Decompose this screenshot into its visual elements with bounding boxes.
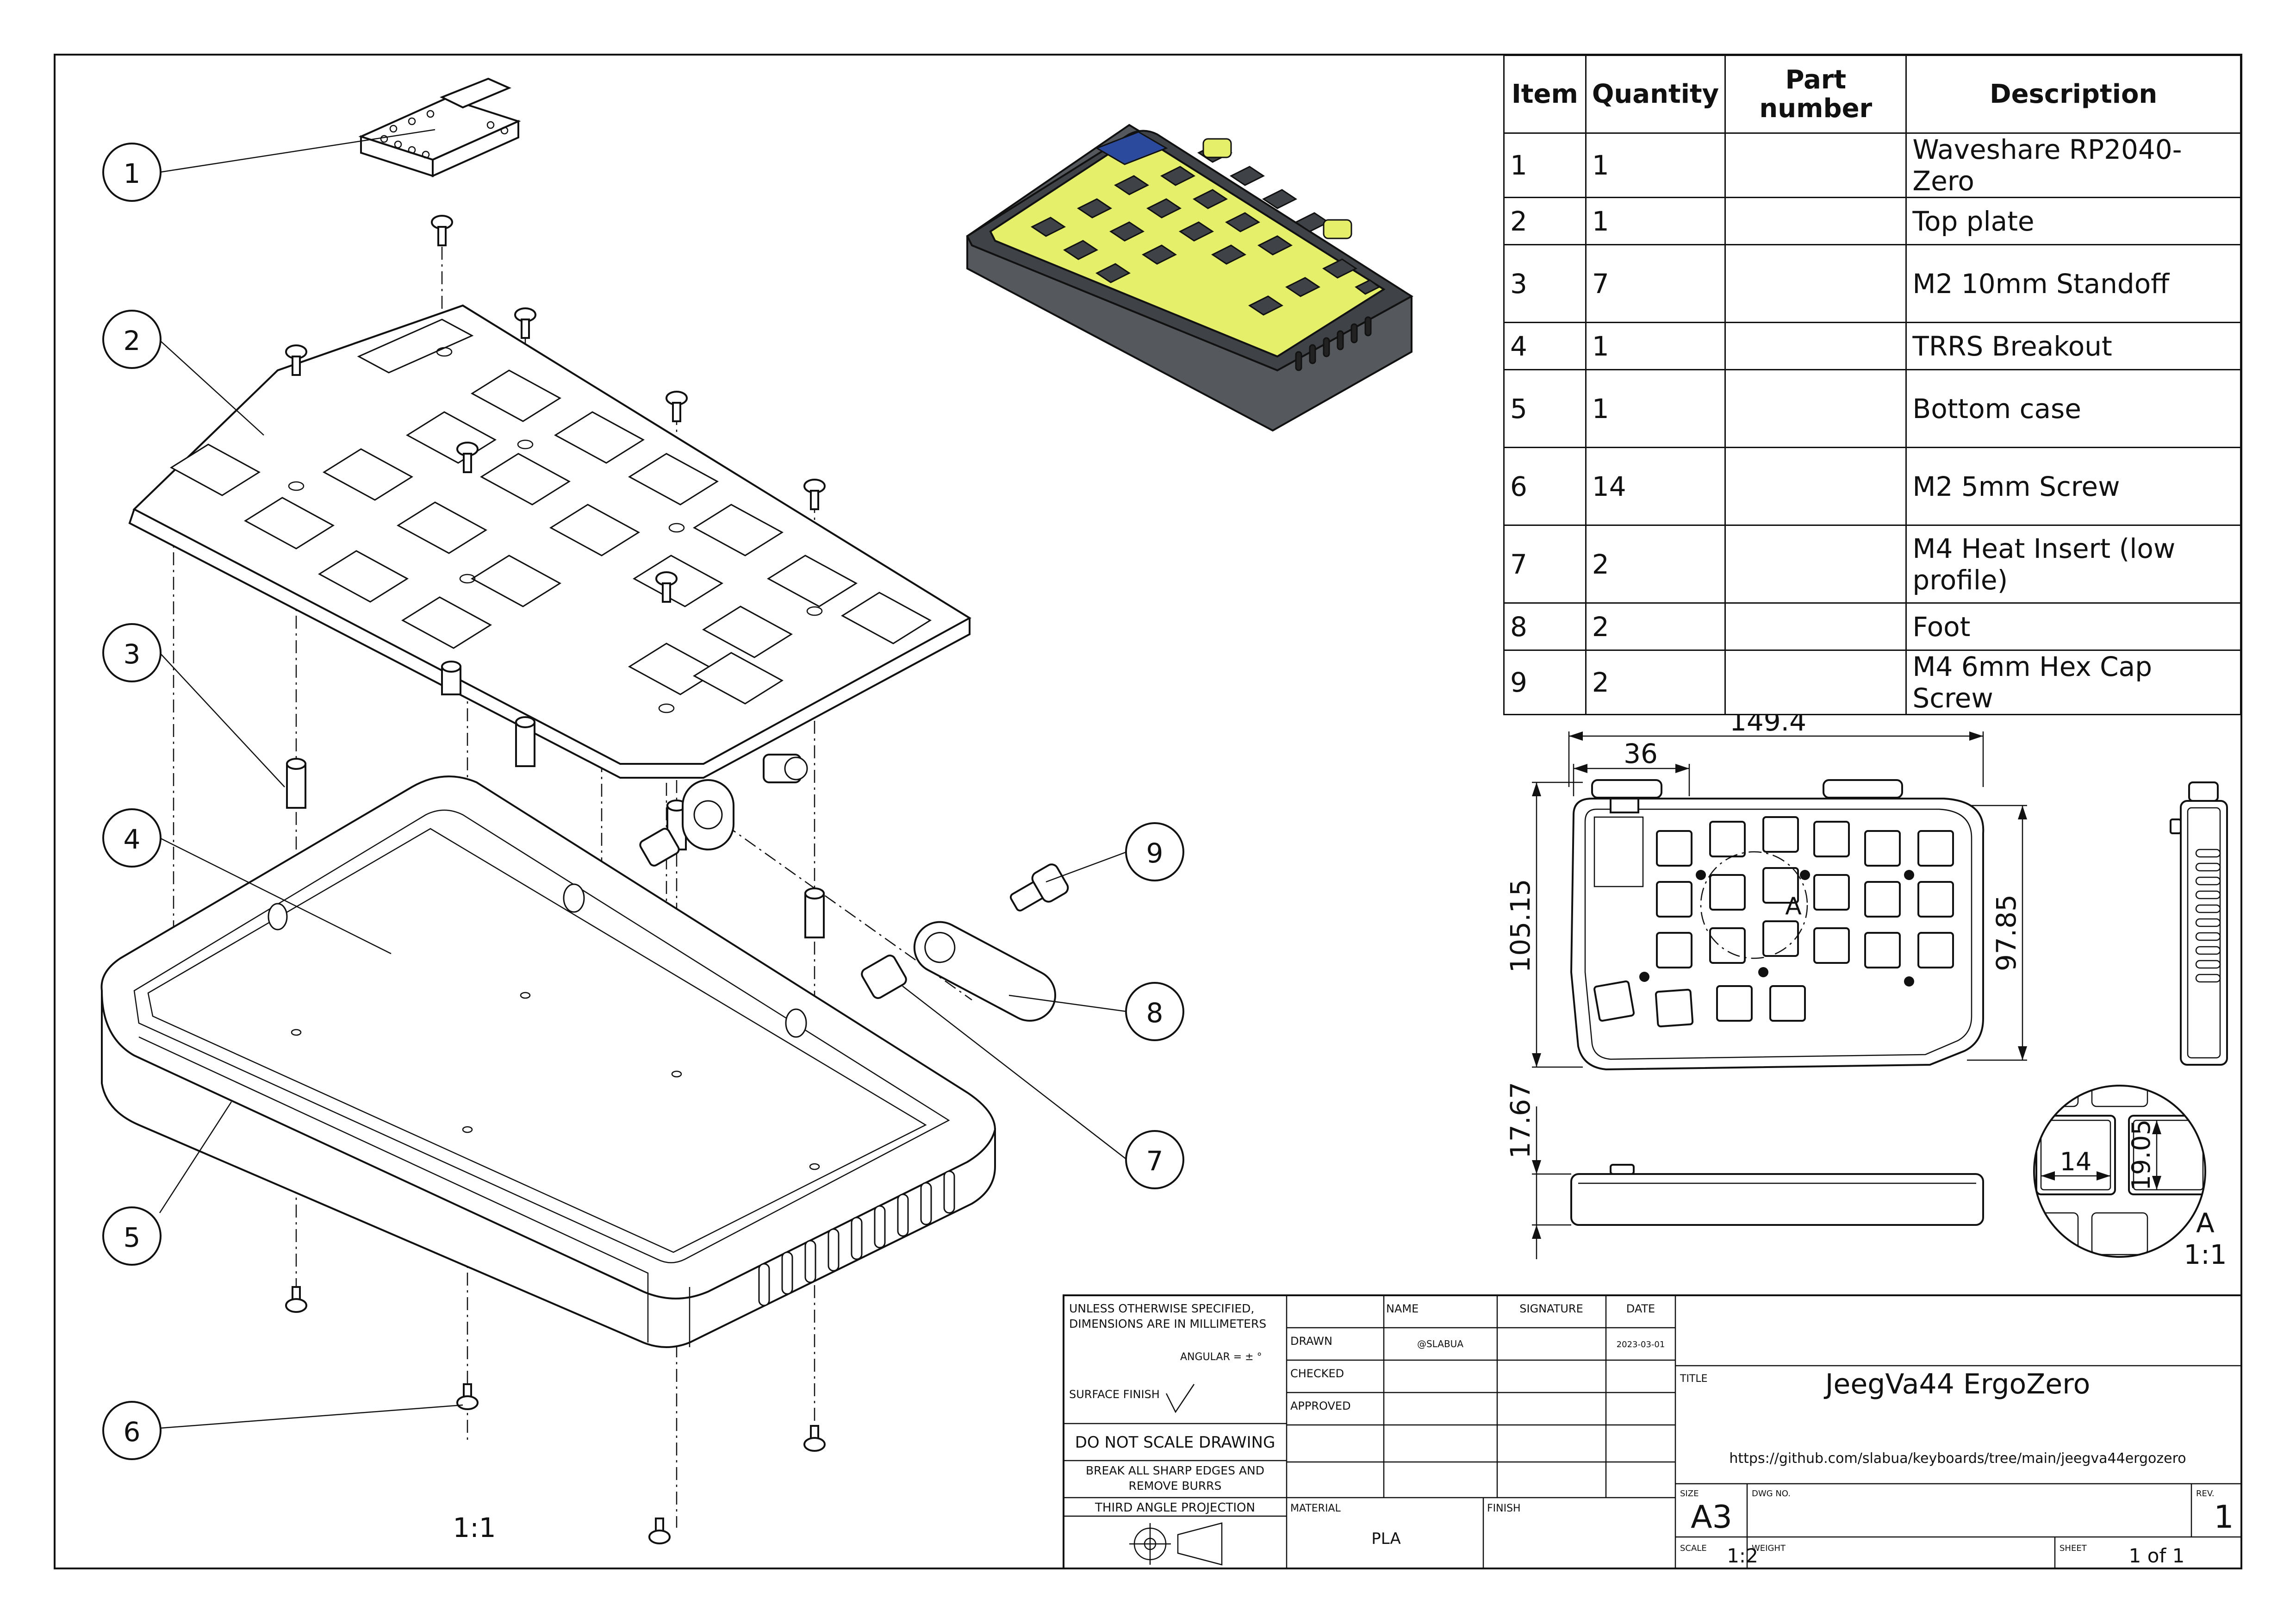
- front-view: 17.67: [1505, 1082, 1984, 1259]
- dimension-height-left: 105.15: [1505, 781, 1583, 1068]
- title-block: UNLESS OTHERWISE SPECIFIED, DIMENSIONS A…: [1063, 1294, 2242, 1569]
- balloon-8: 8: [1125, 982, 1184, 1041]
- svg-text:SHEET: SHEET: [2060, 1543, 2087, 1553]
- bom-header-quantity: Quantity: [1585, 55, 1726, 134]
- svg-text:A: A: [2196, 1207, 2215, 1239]
- svg-text:APPROVED: APPROVED: [1290, 1399, 1351, 1412]
- svg-text:4: 4: [124, 824, 141, 855]
- plate-key-cutouts: [170, 369, 932, 705]
- side-view: [2170, 781, 2228, 1066]
- svg-text:FINISH: FINISH: [1487, 1503, 1521, 1514]
- key-grid: [1593, 816, 1954, 1028]
- project-url: https://github.com/slabua/keyboards/tree…: [1729, 1450, 2186, 1467]
- svg-text:1:1: 1:1: [2184, 1239, 2227, 1270]
- foot-assembly: [639, 754, 1069, 1022]
- bottom-screws: [285, 1286, 826, 1544]
- svg-text:CHECKED: CHECKED: [1290, 1367, 1344, 1380]
- svg-text:TITLE: TITLE: [1680, 1373, 1708, 1385]
- bom-header-description: Description: [1905, 55, 2241, 134]
- svg-text:2023-03-01: 2023-03-01: [1617, 1340, 1665, 1349]
- dimension-key-width: 14: [2060, 1147, 2092, 1176]
- balloon-3: 3: [102, 623, 162, 682]
- svg-text:THIRD ANGLE PROJECTION: THIRD ANGLE PROJECTION: [1095, 1501, 1255, 1515]
- svg-text:3: 3: [124, 638, 141, 670]
- svg-text:A: A: [1785, 893, 1802, 920]
- svg-text:6: 6: [124, 1416, 141, 1448]
- svg-text:5: 5: [124, 1222, 141, 1253]
- svg-text:1: 1: [2214, 1499, 2234, 1536]
- detail-view-a: 14 19.05 A 1:1: [2033, 1085, 2227, 1270]
- svg-text:SCALE: SCALE: [1680, 1543, 1707, 1553]
- svg-text:REV.: REV.: [2196, 1489, 2215, 1499]
- projection-symbol: [1129, 1522, 1223, 1566]
- top-screws: [285, 215, 826, 603]
- svg-text:ANGULAR = ± °: ANGULAR = ± °: [1180, 1351, 1262, 1363]
- exploded-view: 1 2 3 4 5 6 7 8 9 1:1: [100, 77, 1184, 1544]
- svg-text:SURFACE FINISH: SURFACE FINISH: [1069, 1388, 1160, 1401]
- case-vent-slots: [758, 1170, 955, 1306]
- orthographic-views: 149.4 36 105.15 97.85: [1505, 706, 2228, 1270]
- svg-text:DWG NO.: DWG NO.: [1752, 1489, 1791, 1499]
- svg-text:MATERIAL: MATERIAL: [1290, 1503, 1341, 1514]
- svg-text:@SLABUA: @SLABUA: [1417, 1338, 1463, 1349]
- svg-text:105.15: 105.15: [1505, 879, 1536, 973]
- dimension-height-right: 97.85: [1967, 805, 2027, 1061]
- foot: [913, 921, 1057, 1022]
- svg-text:WEIGHT: WEIGHT: [1752, 1543, 1786, 1553]
- svg-text:8: 8: [1146, 997, 1164, 1029]
- balloon-9: 9: [1125, 822, 1184, 881]
- svg-text:DO NOT SCALE DRAWING: DO NOT SCALE DRAWING: [1075, 1433, 1276, 1452]
- balloon-4: 4: [102, 808, 162, 868]
- svg-text:7: 7: [1146, 1145, 1164, 1177]
- svg-text:DIMENSIONS ARE IN MILLIMETERS: DIMENSIONS ARE IN MILLIMETERS: [1069, 1317, 1266, 1330]
- svg-text:REMOVE BURRS: REMOVE BURRS: [1129, 1479, 1222, 1493]
- dimension-controller-offset: 36: [1573, 738, 1690, 796]
- drawing-title: JeegVa44 ErgoZero: [1823, 1368, 2091, 1400]
- svg-text:A3: A3: [1691, 1499, 1732, 1536]
- exploded-view-scale: 1:1: [453, 1512, 496, 1543]
- svg-text:NAME: NAME: [1386, 1302, 1419, 1315]
- svg-text:SIZE: SIZE: [1680, 1489, 1699, 1499]
- svg-text:UNLESS OTHERWISE SPECIFIED,: UNLESS OTHERWISE SPECIFIED,: [1069, 1302, 1254, 1315]
- dimension-case-height: 17.67: [1505, 1082, 1536, 1159]
- balloon-6: 6: [102, 1401, 162, 1460]
- balloon-5: 5: [102, 1206, 162, 1266]
- svg-text:BREAK ALL SHARP EDGES AND: BREAK ALL SHARP EDGES AND: [1086, 1464, 1264, 1477]
- svg-text:9: 9: [1146, 837, 1164, 869]
- svg-text:1:2: 1:2: [1727, 1544, 1758, 1567]
- svg-text:2: 2: [124, 325, 141, 356]
- balloon-7: 7: [1125, 1130, 1184, 1189]
- svg-text:97.85: 97.85: [1991, 894, 2022, 971]
- bottom-case: [100, 775, 996, 1348]
- isometric-render: [966, 124, 1413, 432]
- svg-text:SIGNATURE: SIGNATURE: [1519, 1302, 1583, 1315]
- bom-header-item: Item: [1503, 55, 1587, 134]
- svg-text:DATE: DATE: [1626, 1302, 1655, 1315]
- balloon-1: 1: [102, 143, 162, 202]
- svg-text:36: 36: [1624, 738, 1658, 769]
- svg-text:DRAWN: DRAWN: [1290, 1335, 1332, 1348]
- rp2040-board: [358, 77, 521, 178]
- bom-header-part-number: Part number: [1724, 55, 1907, 134]
- svg-text:1 of 1: 1 of 1: [2129, 1544, 2185, 1567]
- top-plate: [128, 304, 971, 779]
- svg-text:PLA: PLA: [1371, 1530, 1400, 1548]
- balloon-2: 2: [102, 310, 162, 369]
- dimension-key-height: 19.05: [2127, 1119, 2156, 1191]
- svg-text:1: 1: [124, 158, 141, 189]
- top-view: A: [1570, 779, 1985, 1071]
- bom-header-row: Item Quantity Part number Description: [1503, 55, 2241, 134]
- balloons: 1 2 3 4 5 6 7 8 9: [102, 129, 1184, 1460]
